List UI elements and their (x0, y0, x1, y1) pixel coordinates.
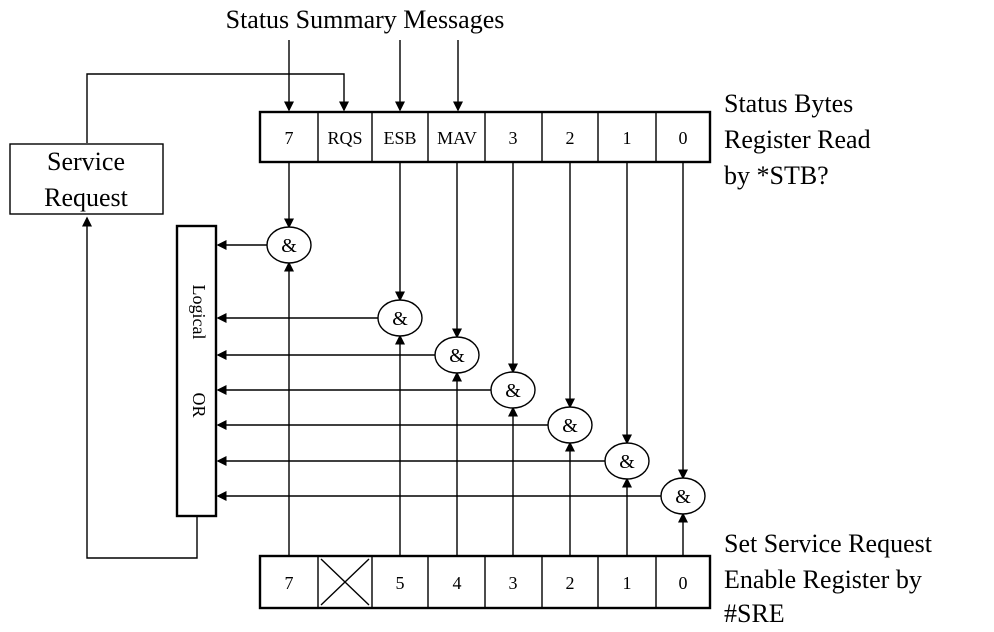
or-output-line (82, 216, 198, 559)
status-register-caption-1: Status Bytes (724, 89, 853, 118)
and-gates: & & & & & & & (216, 162, 706, 556)
status-register-bit-7: 0 (679, 128, 688, 148)
status-register-bit-6: 1 (623, 128, 632, 148)
service-request-box (9, 143, 164, 215)
status-register-bit-5: 2 (566, 128, 575, 148)
service-request-enable-register: 7 5 4 3 2 1 0 (258, 554, 712, 610)
and-gate (660, 477, 706, 515)
status-register-bit-4: 3 (509, 128, 518, 148)
and-gate-label: & (505, 380, 521, 402)
and-gate-label: & (392, 308, 408, 330)
enable-register-bit-3: 4 (453, 573, 462, 593)
and-gate (604, 442, 650, 480)
status-register-bit-3: MAV (437, 128, 477, 148)
status-byte-register: 7 RQS ESB MAV 3 2 1 0 (258, 110, 712, 164)
status-register-caption-2: Register Read (724, 125, 871, 154)
logical-or-word-1: Logical (189, 285, 209, 340)
status-register-bit-0: 7 (285, 128, 294, 148)
enable-register-caption-3: #SRE (724, 599, 785, 627)
enable-register-bit-2: 5 (396, 573, 405, 593)
service-request-to-rqs-line (86, 73, 349, 143)
enable-register-bit-6: 1 (623, 573, 632, 593)
and-gate (266, 226, 312, 264)
enable-register-bit-0: 7 (285, 573, 294, 593)
service-request-line-2: Request (44, 183, 129, 212)
status-register-caption-3: by *STB? (724, 161, 829, 190)
enable-register-unused-cross (320, 558, 370, 606)
summary-messages-label: Status Summary Messages (226, 5, 505, 34)
enable-register-caption-2: Enable Register by (724, 565, 922, 594)
service-request-line-1: Service (47, 147, 125, 176)
enable-register-bit-7: 0 (679, 573, 688, 593)
and-gate-label: & (449, 345, 465, 367)
enable-register-bit-4: 3 (509, 573, 518, 593)
and-gate-label: & (281, 235, 297, 257)
and-gate-label: & (675, 486, 691, 508)
and-gate (434, 336, 480, 374)
enable-register-bit-5: 2 (566, 573, 575, 593)
status-register-bit-2: ESB (383, 128, 416, 148)
logical-or-word-2: OR (189, 392, 209, 417)
and-gate (490, 371, 536, 409)
and-gate-label: & (562, 415, 578, 437)
status-register-bit-1: RQS (327, 128, 362, 148)
enable-register-caption-1: Set Service Request (724, 529, 933, 558)
logical-or-box (175, 224, 218, 518)
and-gate (377, 299, 423, 337)
and-gate-label: & (619, 451, 635, 473)
and-gate (547, 406, 593, 444)
